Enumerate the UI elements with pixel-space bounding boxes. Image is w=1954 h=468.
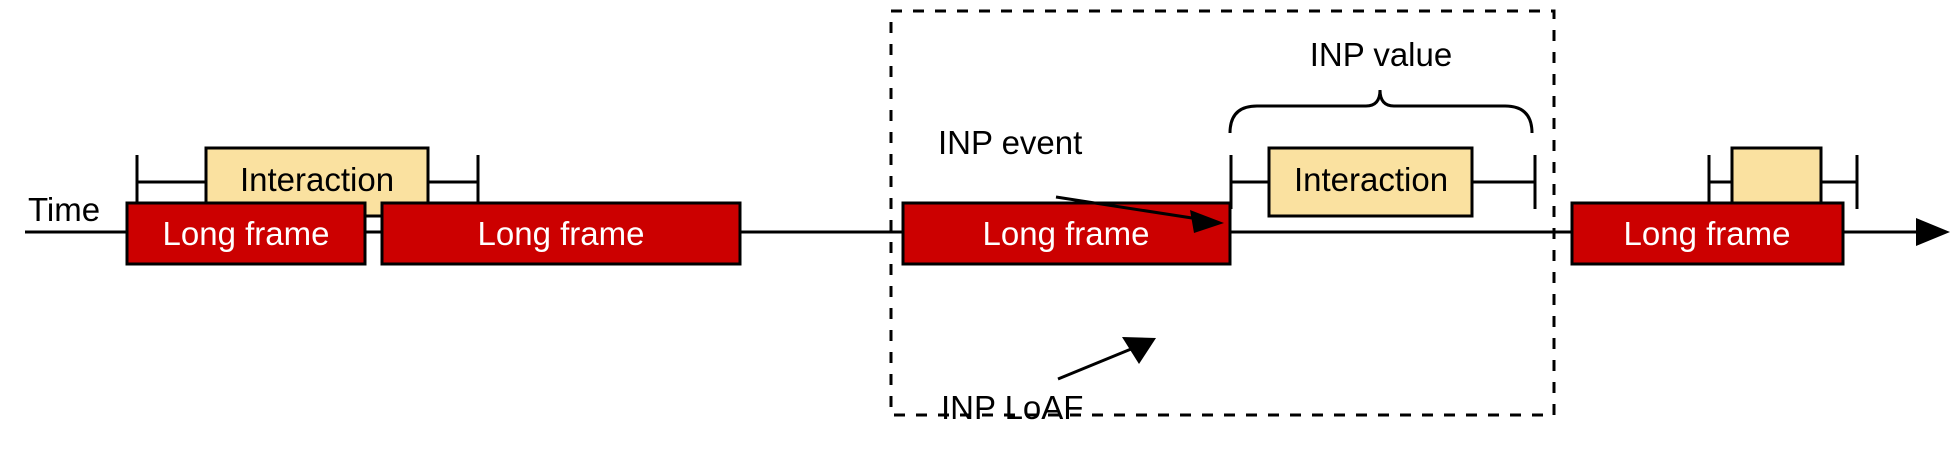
interaction-whisker-3 bbox=[1229, 155, 1537, 209]
inp-loaf-label: INP LoAF bbox=[941, 389, 1083, 426]
interaction-label-3: Interaction bbox=[1294, 161, 1448, 198]
inp-event-callout bbox=[1055, 195, 1224, 233]
frame-group-4: Long frame bbox=[1570, 146, 1859, 266]
inp-value-label: INP value bbox=[1310, 36, 1452, 73]
interaction-box-3 bbox=[1267, 146, 1474, 218]
inp-highlight-dashed-box bbox=[889, 9, 1556, 417]
long-frame-box-3 bbox=[901, 201, 1232, 266]
interaction-whisker-4 bbox=[1707, 155, 1859, 209]
long-frame-box-2 bbox=[380, 201, 742, 266]
inp-event-arrowhead bbox=[1190, 210, 1224, 233]
time-label: Time bbox=[28, 191, 100, 228]
inp-loaf-callout bbox=[1057, 337, 1156, 381]
long-frame-box-4 bbox=[1570, 201, 1845, 266]
long-frame-label-1: Long frame bbox=[163, 215, 330, 252]
frame-group-3-inp: Interaction Long frame bbox=[901, 146, 1537, 266]
inp-event-label: INP event bbox=[938, 124, 1082, 161]
inp-loaf-arrowhead bbox=[1122, 337, 1156, 364]
interaction-label-1: Interaction bbox=[240, 161, 394, 198]
long-frame-box-1 bbox=[125, 201, 367, 266]
frame-group-1: Interaction Long frame bbox=[125, 146, 480, 266]
inp-value-brace bbox=[1228, 89, 1534, 134]
time-axis-arrowhead bbox=[1916, 218, 1950, 246]
frame-group-2: Long frame bbox=[380, 201, 742, 266]
long-frame-label-4: Long frame bbox=[1624, 215, 1791, 252]
long-frame-label-3: Long frame bbox=[983, 215, 1150, 252]
long-frame-label-2: Long frame bbox=[478, 215, 645, 252]
interaction-whisker-1 bbox=[135, 155, 480, 209]
